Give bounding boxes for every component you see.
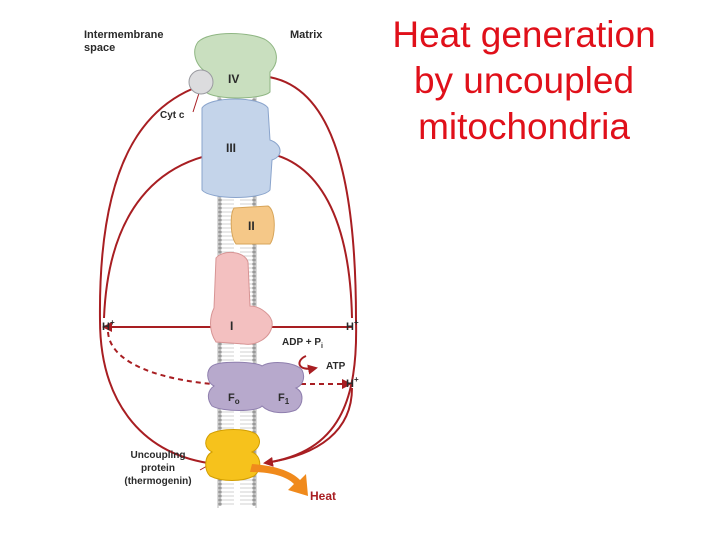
title-line-3: mitochondria: [418, 106, 630, 147]
outer-proton-loop: [98, 76, 358, 464]
heat-label: Heat: [310, 489, 336, 503]
intermembrane-label-line1: Intermembrane: [84, 29, 163, 41]
complex-ii-label: II: [248, 219, 255, 233]
f1-label: F1: [278, 392, 290, 406]
complex-iii: [201, 98, 281, 198]
heat-arrow: [250, 464, 308, 496]
atp-synthase: [207, 361, 305, 414]
intermembrane-label-line2: space: [84, 42, 115, 54]
adp-pi-label: ADP + Pi: [282, 337, 323, 350]
uncoupling-return-arrow: [263, 387, 353, 467]
proton-right-label-1: H+: [346, 318, 359, 333]
diagram-labels: Intermembrane space Matrix IV Cyt c III …: [84, 29, 359, 503]
complex-iv: [194, 33, 277, 99]
complex-i-label: I: [230, 319, 233, 333]
uncoupling-label-line3: (thermogenin): [124, 476, 191, 487]
complex-ii: [230, 205, 275, 245]
slide-title: Heat generation by uncoupled mitochondri…: [366, 12, 682, 150]
title-line-2: by uncoupled: [413, 60, 635, 101]
proton-left-label: H+: [102, 318, 115, 333]
complex-iv-label: IV: [228, 72, 239, 86]
uncoupling-label-line2: protein: [141, 463, 175, 474]
fo-label: Fo: [228, 392, 240, 406]
adp-to-atp-arrow: [298, 355, 318, 375]
complex-iii-label: III: [226, 141, 236, 155]
matrix-label: Matrix: [290, 29, 323, 41]
cytochrome-c: [188, 69, 214, 95]
proton-right-label-2: H+: [346, 375, 359, 390]
cyt-c-label: Cyt c: [160, 110, 185, 121]
uncoupling-label-line1: Uncoupling: [131, 450, 186, 461]
complex-i: [210, 252, 273, 345]
title-line-1: Heat generation: [392, 14, 656, 55]
atp-label: ATP: [326, 361, 346, 372]
thermogenin: [205, 429, 261, 481]
